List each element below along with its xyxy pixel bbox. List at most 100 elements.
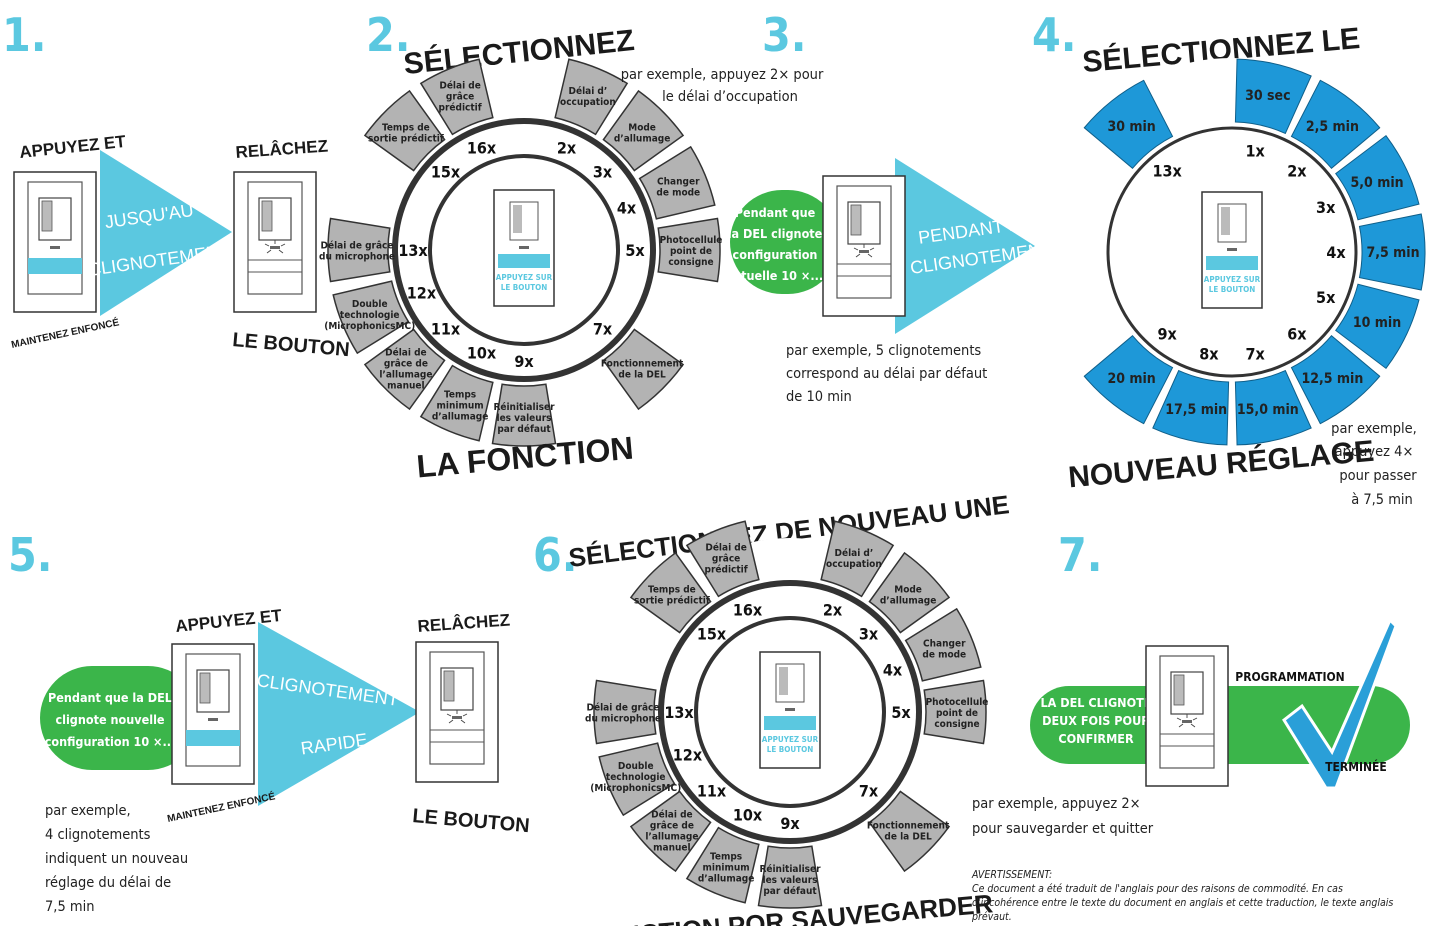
- function-segment: [685, 520, 760, 598]
- function-segment: [602, 89, 685, 172]
- setting-wheel: 30 sec1x2,5 min2x5,0 min3x7,5 min4x10 mi…: [1038, 58, 1426, 446]
- press-count-label: 13x: [1153, 162, 1183, 181]
- function-label: sortie prédictif: [368, 132, 444, 144]
- press-button-label: LE BOUTON: [767, 745, 814, 754]
- function-wheel-repeat: Délai d’occupation2xModed’allumage3xChan…: [585, 520, 989, 909]
- press-count-label: 7x: [593, 319, 613, 338]
- setting-segment: [1234, 58, 1312, 135]
- function-label: de la DEL: [884, 832, 932, 843]
- function-label: grâce: [712, 553, 740, 565]
- function-label: grâce: [446, 91, 474, 103]
- step-number-1: 1.: [2, 8, 47, 62]
- checkmark-icon: [1282, 617, 1398, 790]
- warning-line2: d'incohérence entre le texte du document…: [972, 897, 1393, 909]
- switch-highlight: [764, 716, 816, 730]
- press-count-label: 13x: [398, 241, 428, 260]
- function-segment: [598, 742, 676, 817]
- switch-paddle: [513, 205, 522, 233]
- function-label: Temps: [444, 389, 476, 400]
- press-count-label: 5x: [891, 703, 911, 722]
- press-button-label: APPUYEZ SUR: [496, 273, 553, 282]
- function-segment: [657, 217, 721, 283]
- function-label: sortie prédictif: [634, 594, 710, 606]
- press-count-label: 9x: [1158, 324, 1178, 343]
- step3-green-line1: Pendant que: [735, 205, 816, 220]
- switch-paddle: [779, 667, 788, 695]
- function-label: d’allumage: [432, 411, 488, 422]
- step7-green-line3: CONFIRMER: [1058, 731, 1134, 746]
- function-label: Changer: [923, 639, 966, 650]
- switch-blinking-icon: [1145, 645, 1229, 787]
- setting-segment: [1152, 369, 1230, 446]
- step3-example-line2: correspond au délai par défaut: [786, 366, 987, 382]
- function-label: de la DEL: [618, 370, 666, 381]
- function-label: occupation: [826, 559, 882, 570]
- setting-value-label: 7,5 min: [1366, 245, 1419, 261]
- step5-green-line2: clignote nouvelle: [55, 712, 164, 727]
- step5-example-line4: réglage du délai de: [45, 875, 171, 891]
- function-label: Réinitialiser: [493, 401, 555, 413]
- function-label: du microphone: [585, 714, 661, 725]
- press-count-label: 3x: [1316, 198, 1336, 217]
- switch-highlight: [1206, 256, 1258, 270]
- step5-example-line2: 4 clignotements: [45, 827, 151, 843]
- function-segment: [363, 328, 446, 411]
- switch-highlight: [498, 254, 550, 268]
- step-5: Pendant que la DEL clignote nouvelle con…: [40, 606, 530, 915]
- function-segment: [419, 58, 494, 136]
- function-label: Délai d’: [835, 547, 874, 559]
- setting-segment: [1083, 79, 1174, 170]
- function-label: par défaut: [763, 885, 817, 897]
- function-label: d’allumage: [698, 873, 754, 884]
- function-label: Délai de: [651, 809, 692, 821]
- step5-release-label: RELÂCHEZ: [417, 611, 511, 636]
- function-label: Délai de grâce: [321, 240, 394, 252]
- press-count-label: 5x: [1316, 288, 1336, 307]
- function-label: Délai d’: [569, 85, 608, 97]
- step5-green-line3: configuration 10 ×...: [45, 734, 176, 749]
- function-segment: [757, 845, 823, 909]
- press-count-label: 4x: [883, 661, 903, 680]
- function-label: les valeurs: [497, 413, 552, 424]
- step-7: LA DEL CLIGNOTE DEUX FOIS POUR CONFIRMER…: [972, 617, 1410, 837]
- setting-segment: [1290, 334, 1381, 425]
- function-label: l’allumage: [645, 832, 698, 843]
- switch-icon: [13, 171, 97, 313]
- function-label: Délai de: [439, 80, 480, 92]
- function-label: par défaut: [497, 423, 551, 435]
- setting-segment: [1083, 334, 1174, 425]
- function-segment: [593, 679, 657, 745]
- setting-segment: [1290, 79, 1381, 170]
- press-count-label: 15x: [697, 625, 727, 644]
- step7-example-line1: par exemple, appuyez 2×: [972, 796, 1141, 812]
- function-segment: [491, 383, 557, 447]
- function-segment: [820, 520, 895, 598]
- step2-example-line2: le délai d’occupation: [662, 89, 798, 105]
- press-count-label: 10x: [467, 344, 497, 363]
- switch-led: [785, 708, 795, 711]
- step7-green-line1: LA DEL CLIGNOTE: [1040, 695, 1151, 710]
- press-count-label: 9x: [514, 352, 534, 371]
- setting-segment: [1335, 134, 1420, 221]
- step5-button-label: LE BOUTON: [412, 805, 531, 837]
- press-count-label: 1x: [1245, 142, 1265, 161]
- function-label: Photocellule: [926, 697, 989, 708]
- function-label: minimum: [437, 400, 484, 411]
- function-segment: [363, 89, 446, 172]
- press-count-label: 2x: [557, 138, 577, 157]
- warning-title: AVERTISSEMENT:: [971, 869, 1052, 881]
- function-segment: [332, 280, 410, 355]
- step-number-7: 7.: [1058, 528, 1103, 582]
- function-label: grâce de: [384, 358, 428, 370]
- press-count-label: 16x: [733, 600, 763, 619]
- setting-value-label: 12,5 min: [1301, 371, 1363, 387]
- press-count-label: 7x: [1245, 344, 1265, 363]
- function-label: Fonctionnement: [867, 821, 950, 832]
- function-label: technologie: [606, 772, 666, 783]
- step5-example-line3: indiquent un nouveau: [45, 851, 188, 867]
- function-segment: [629, 551, 712, 634]
- press-count-label: 4x: [1326, 243, 1346, 262]
- switch-led: [1227, 248, 1237, 251]
- step-number-4: 4.: [1032, 8, 1077, 62]
- function-label: Temps de: [648, 584, 696, 595]
